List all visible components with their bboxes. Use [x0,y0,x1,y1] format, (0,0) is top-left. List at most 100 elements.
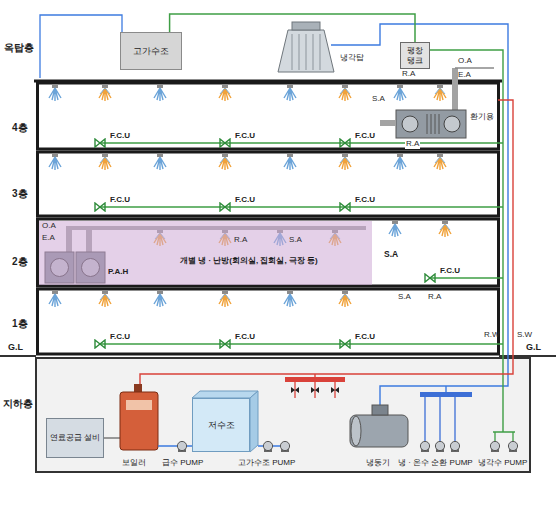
diffuser [434,85,446,101]
diffuser [284,154,296,170]
equipment-label: 고가수조 PUMP [238,459,295,468]
equipment-label: 보일러 [122,459,146,468]
header [420,392,472,397]
floor-label: 4층 [12,122,28,133]
equipment-label: 냉 · 온수 순환 PUMP [398,459,473,468]
fcu-symbol [340,203,350,211]
diffuser [219,291,231,307]
fcu-symbol [425,274,435,282]
diffuser [339,291,351,307]
water-pipe [40,15,122,78]
unit-label: F.C.U [110,333,130,342]
box-label: 저수조 [208,420,235,430]
boiler [120,392,158,450]
diffuser [439,221,451,237]
box-label: 팽창 탱크 [403,46,427,64]
diffuser [219,85,231,101]
airflow-label: S.W [517,331,532,340]
boiler-panel [126,400,152,410]
fcu-symbol [95,203,105,211]
diffuser [339,85,351,101]
airflow-label: S.A [289,236,302,245]
tower-fan [292,22,320,30]
chiller-end [351,416,361,446]
boiler-flue [134,384,142,392]
pipe-connector [170,14,415,42]
airflow-label: O.A [42,222,56,231]
tower-fins [292,34,320,70]
diffuser [394,154,406,170]
airflow-label: R.A [428,293,441,302]
airflow-label: E.A [458,71,471,80]
floor-label: 2층 [12,256,28,267]
unit-label: F.C.U [355,333,375,342]
diffuser [284,85,296,101]
equipment-label: 냉각수 PUMP [478,459,527,468]
cooling-water-pipe [445,386,446,392]
duct [380,120,396,126]
equipment-label: 급수 PUMP [162,459,203,468]
airflow-label: E.A [42,234,55,243]
tank-side [250,391,258,452]
pump [420,441,429,452]
diffuser [389,221,401,237]
pump [450,441,459,452]
pump [490,441,499,452]
cooling-water-pipe [331,24,508,415]
equipment-label: 환기용 [470,113,494,122]
air-handling-unit [396,110,466,138]
tank-box: 팽창 탱크 [400,42,430,69]
ahu-fan [444,116,460,132]
airflow-label: R.A [402,70,415,79]
diffuser [99,291,111,307]
equipment-box: 연료공급 설비 [46,418,104,458]
unit-label: F.C.U [235,196,255,205]
fcu-symbol [95,139,105,147]
ahu-coil [427,114,439,134]
pump [263,441,272,452]
diffuser [339,154,351,170]
diffuser [394,85,406,101]
duct [455,67,494,69]
floor-band [38,219,499,286]
unit-label: F.C.U [110,196,130,205]
airflow-label: O.A [458,57,472,66]
header [285,377,345,382]
floor-label: 지하층 [3,398,33,409]
airflow-label: R.A [405,140,420,149]
pump [508,441,517,452]
pump [280,441,289,452]
zone-region: 개별 냉 · 난방(회의실, 집회실, 극장 등) [39,221,372,285]
diffuser [434,154,446,170]
diffuser [49,154,61,170]
zone-label: 개별 냉 · 난방(회의실, 집회실, 극장 등) [180,256,318,265]
fcu-symbol [220,340,230,348]
fcu-symbol [340,340,350,348]
cooling-tower [278,30,334,72]
diffuser [49,85,61,101]
airflow-label: S.A [384,250,398,259]
diffuser [219,154,231,170]
diffuser [49,291,61,307]
chiller [350,415,408,447]
pump [435,441,444,452]
chiller-motor [372,405,388,415]
airflow-label: S.A [398,293,411,302]
equipment-label: 냉동기 [366,459,390,468]
airflow-label: S.A [372,95,385,104]
tank-box: 고가수조 [120,32,182,70]
ground-level-label: G.L [8,343,23,353]
diffuser [154,85,166,101]
valve [291,387,339,393]
airflow-label: R.W [484,331,500,340]
fcu-symbol [95,340,105,348]
cooling-water-pipe [493,432,515,441]
hot-water-pipe [314,374,315,377]
fuel-pipe [102,437,120,438]
diffuser [99,85,111,101]
airflow-label: R.A [234,236,247,245]
diffuser [284,291,296,307]
box-label: 연료공급 설비 [50,433,100,442]
diffuser [154,154,166,170]
fcu-symbol [220,139,230,147]
